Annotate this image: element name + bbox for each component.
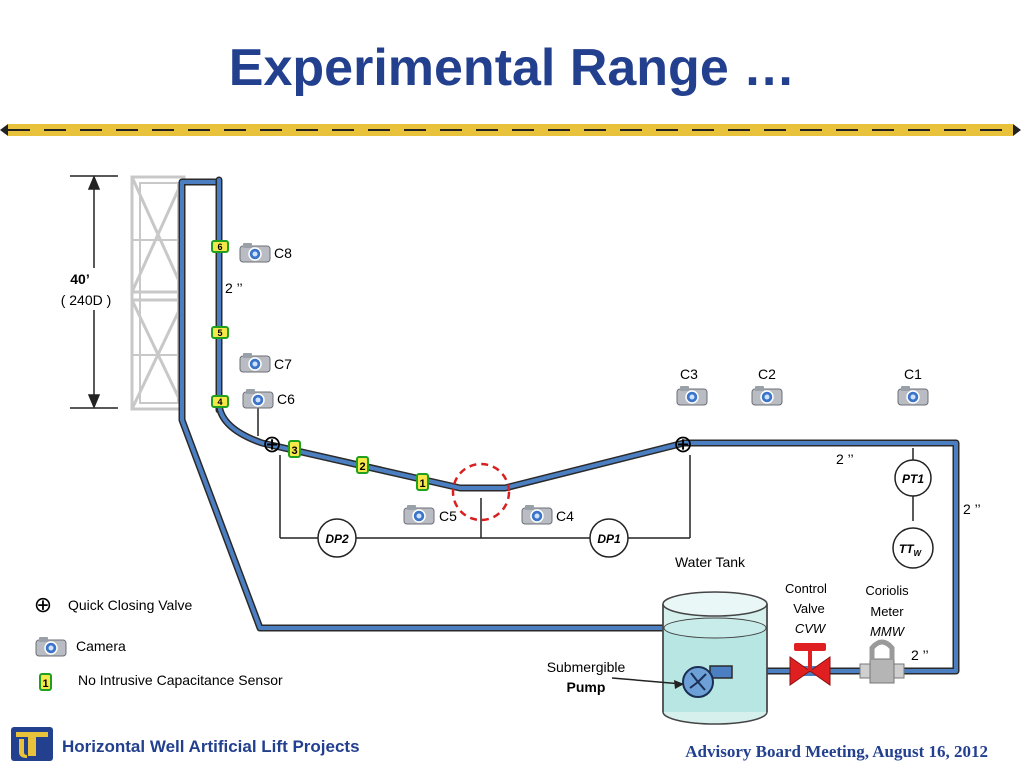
svg-text:1: 1 — [419, 478, 425, 490]
quick-closing-valve-left[interactable]: ⊕ — [262, 431, 282, 458]
pump-pointer — [611, 677, 683, 685]
divider-band — [0, 124, 1021, 136]
svg-text:C2: C2 — [758, 366, 776, 382]
pump[interactable] — [682, 665, 733, 698]
svg-text:6: 6 — [217, 242, 222, 252]
pipe-network — [178, 176, 960, 675]
coriolis-meter-line2: Meter — [870, 604, 904, 619]
height-sublabel: ( 240D ) — [61, 292, 112, 308]
tt-transducer: TTW — [892, 527, 934, 569]
pt1-transducer: PT1 — [894, 459, 932, 497]
control-valve-line1: Control — [785, 581, 827, 596]
coriolis-meter — [859, 639, 905, 684]
svg-text:C1: C1 — [904, 366, 922, 382]
university-logo — [11, 727, 53, 761]
coriolis-meter-line3: MMW — [870, 624, 906, 639]
svg-text:TTW: TTW — [899, 542, 923, 558]
camera-c1: C1 — [897, 366, 929, 406]
svg-text:4: 4 — [217, 397, 222, 407]
svg-text:DP2: DP2 — [325, 532, 349, 546]
camera-c7: C7 — [239, 352, 292, 373]
quick-closing-valve-right[interactable]: ⊕ — [673, 431, 693, 458]
coriolis-meter-line1: Coriolis — [865, 583, 909, 598]
camera-c6: C6 — [242, 388, 295, 409]
sensor-4: 4 — [211, 395, 229, 408]
slide-title: Experimental Range … — [228, 39, 796, 97]
dp1-transducer: DP1 — [589, 518, 629, 558]
pipe-size-right: 2 ’’ — [963, 501, 981, 517]
camera-c8: C8 — [239, 242, 292, 263]
camera-c2: C2 — [751, 366, 783, 406]
svg-text:C8: C8 — [274, 245, 292, 261]
legend-camera-label: Camera — [76, 638, 126, 654]
control-valve-line2: Valve — [793, 601, 825, 616]
footer-project-title: Horizontal Well Artificial Lift Projects — [62, 737, 360, 756]
sensor-1: 1 — [416, 473, 429, 491]
svg-text:PT1: PT1 — [902, 472, 924, 486]
svg-text:1: 1 — [42, 678, 48, 690]
camera-c5: C5 — [403, 504, 457, 525]
dp-lines — [257, 408, 914, 539]
pump-label-line2: Pump — [567, 679, 606, 695]
svg-text:C7: C7 — [274, 356, 292, 372]
legend-valve-icon: ⊕ — [34, 592, 52, 617]
sensor-2: 2 — [356, 456, 369, 474]
footer-meeting-info: Advisory Board Meeting, August 16, 2012 — [685, 742, 988, 761]
tower-structure — [130, 175, 186, 411]
svg-text:DP1: DP1 — [597, 532, 621, 546]
svg-text:2: 2 — [359, 461, 365, 473]
observation-zone — [451, 462, 511, 522]
legend: ⊕ Quick Closing Valve Camera 1 No Intrus… — [34, 592, 283, 691]
pipe-size-bottom: 2 ’’ — [911, 647, 929, 663]
sensor-3: 3 — [288, 440, 301, 458]
legend-camera-icon — [35, 636, 67, 657]
pump-label-line1: Submergible — [547, 659, 626, 675]
sensor-5: 5 — [211, 326, 229, 339]
legend-sensor-label: No Intrusive Capacitance Sensor — [78, 672, 283, 688]
pipe-size-top-right: 2 ’’ — [836, 451, 854, 467]
camera-c3: C3 — [676, 366, 708, 406]
legend-sensor-icon — [39, 673, 52, 691]
sensor-6: 6 — [211, 240, 229, 253]
svg-text:C4: C4 — [556, 508, 574, 524]
dp2-transducer: DP2 — [317, 518, 357, 558]
svg-text:C5: C5 — [439, 508, 457, 524]
svg-text:3: 3 — [291, 445, 297, 457]
water-tank-label: Water Tank — [675, 554, 746, 570]
water-tank — [662, 591, 768, 725]
pipe-size-vertical: 2 ’’ — [225, 280, 243, 296]
control-valve-line3: CVW — [795, 621, 827, 636]
height-label: 40’ — [70, 271, 89, 287]
svg-text:C6: C6 — [277, 391, 295, 407]
camera-c4: C4 — [521, 504, 574, 525]
control-valve[interactable] — [789, 643, 831, 686]
legend-valve-label: Quick Closing Valve — [68, 597, 192, 613]
svg-text:C3: C3 — [680, 366, 698, 382]
svg-text:5: 5 — [217, 328, 222, 338]
height-dimension — [50, 175, 130, 409]
